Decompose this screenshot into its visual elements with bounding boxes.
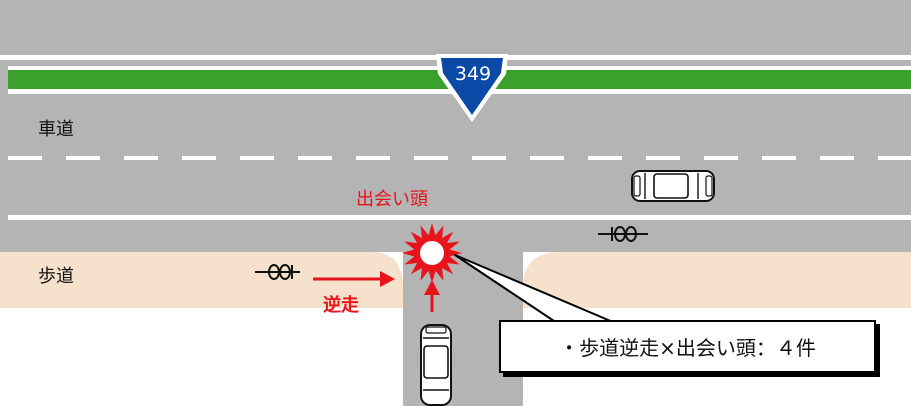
main-road	[0, 0, 911, 225]
car-direction-arrow	[424, 280, 440, 312]
callout-text: ・歩道逆走×出会い頭：４件	[559, 336, 816, 360]
sidewalk-left	[0, 252, 403, 308]
route-number: 349	[454, 63, 492, 85]
bicycle-road	[598, 226, 648, 242]
wrong-way-arrow	[313, 271, 395, 287]
road-edge-line	[8, 215, 911, 220]
car-side-road	[420, 324, 452, 406]
bicycle-sidewalk	[255, 264, 300, 280]
curb-strip	[0, 220, 911, 252]
sidewalk-label: 歩道	[38, 266, 74, 287]
wrong-way-label: 逆走	[323, 295, 359, 316]
road-label: 車道	[38, 119, 74, 140]
callout-box: ・歩道逆走×出会い頭：４件	[499, 320, 876, 373]
collision-label: 出会い頭	[356, 189, 428, 210]
car-main-road	[631, 170, 715, 202]
sidewalk-right	[523, 252, 911, 308]
route-shield-inner	[441, 58, 503, 115]
collision-burst-center	[420, 241, 444, 265]
